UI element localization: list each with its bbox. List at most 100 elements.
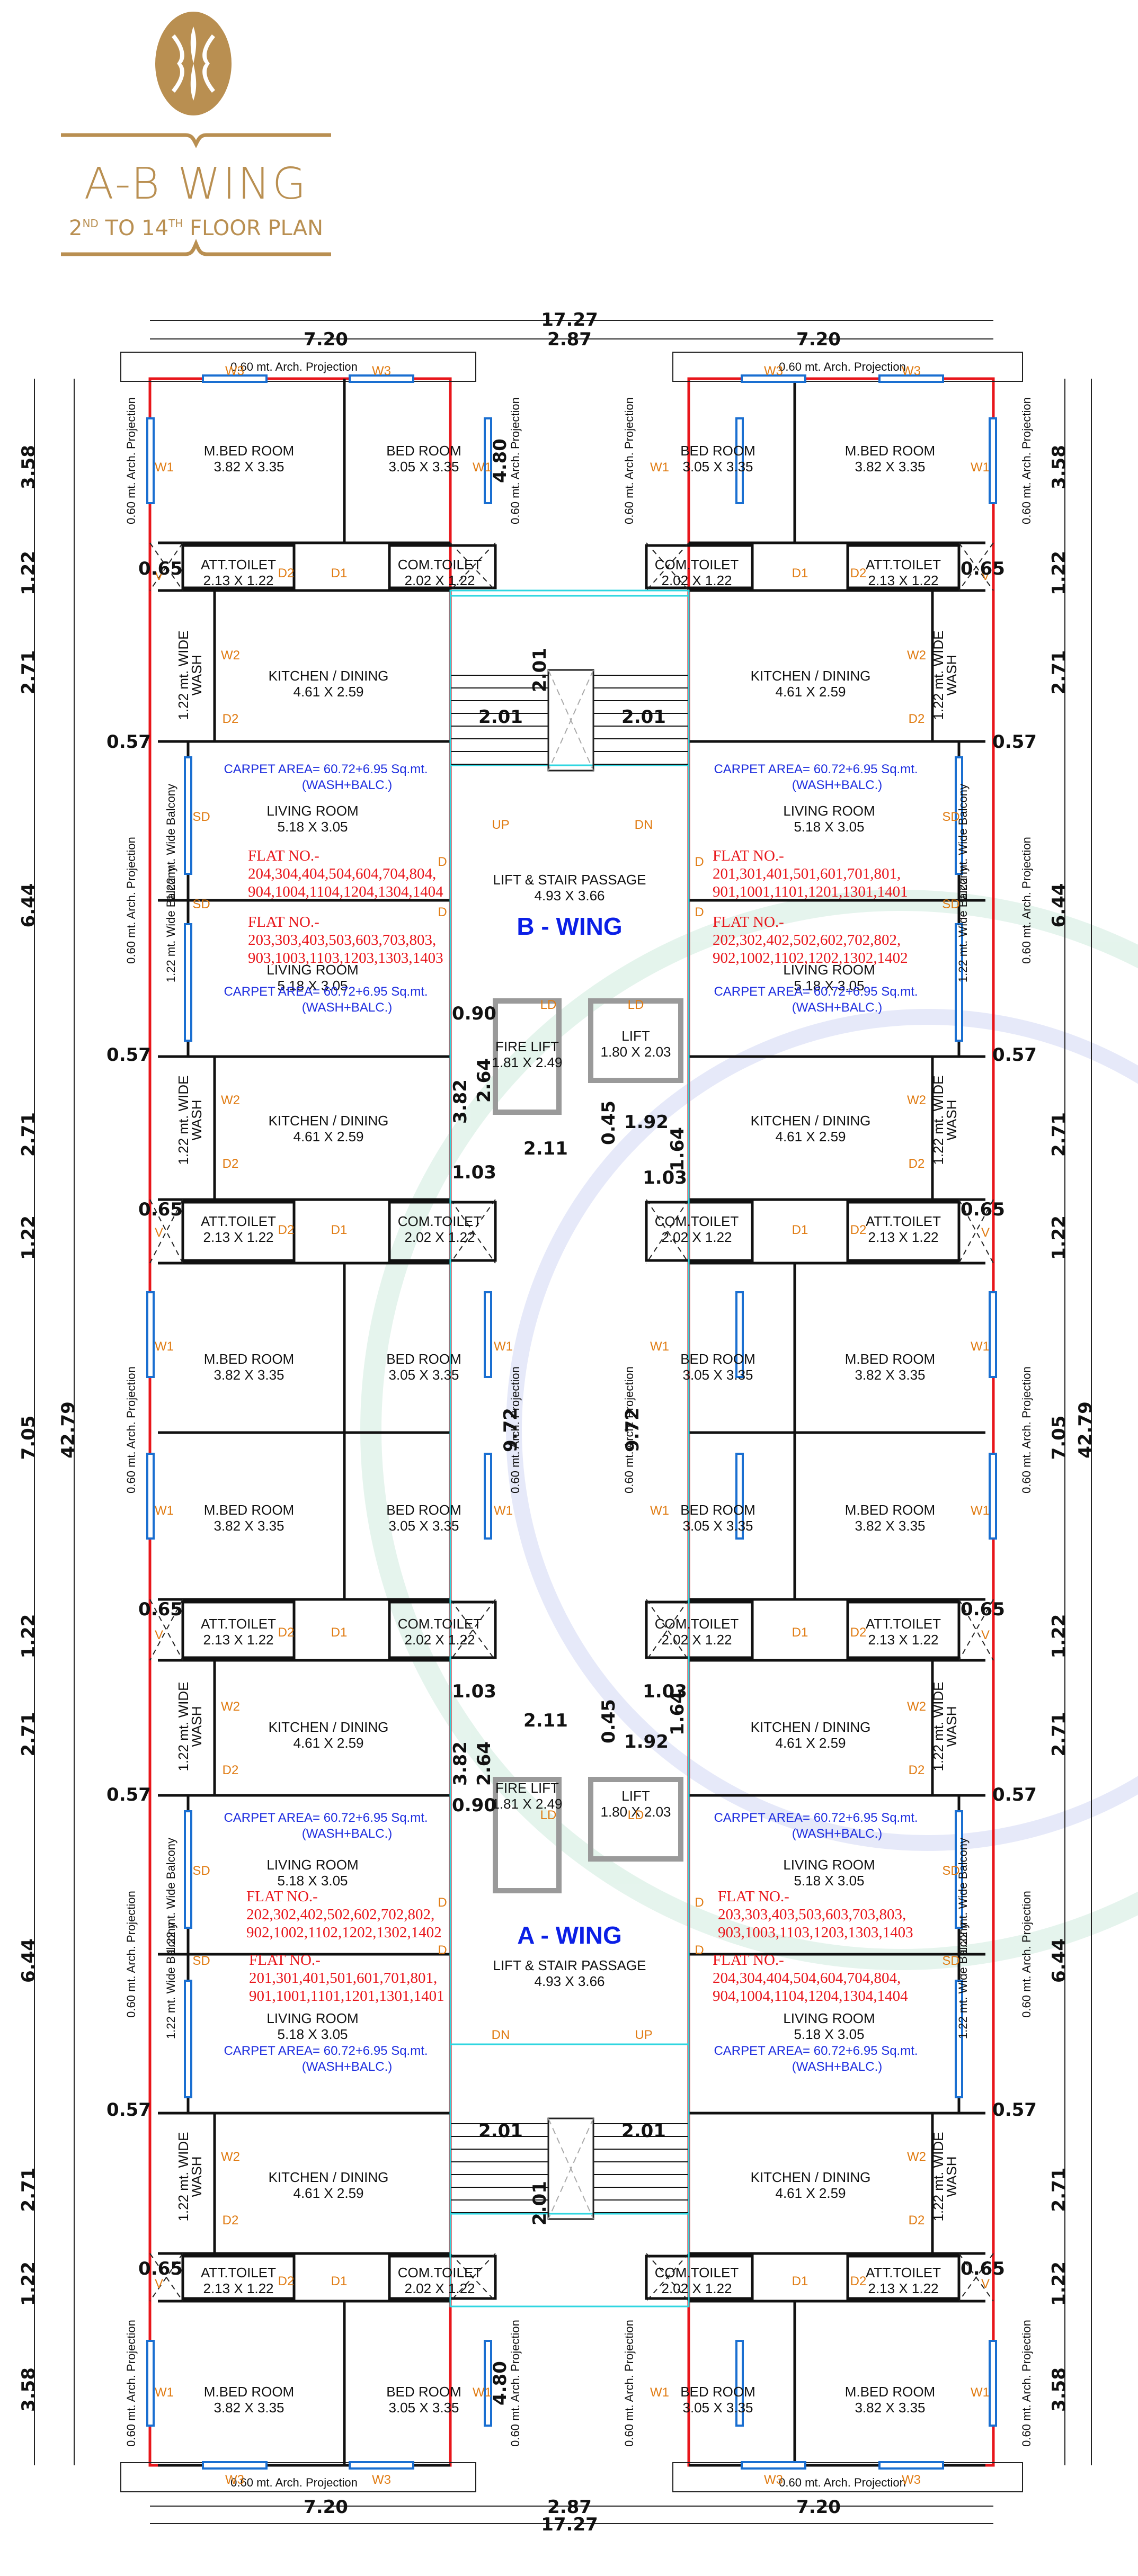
subtitle-sup-1: ND [82, 217, 99, 230]
dim-side-segment: 2.71 [1048, 1112, 1070, 1157]
master-bedroom-name: M.BED ROOM [204, 2384, 294, 2400]
window-w1-label: W1 [971, 1339, 990, 1354]
arch-projection-label: 0.60 mt. Arch. Projection [779, 360, 906, 373]
arch-projection-label: 0.60 mt. Arch. Projection [1020, 397, 1033, 524]
carpet-area: CARPET AREA= 60.72+6.95 Sq.mt. [224, 985, 428, 999]
ventilation-label: V [155, 2277, 163, 2291]
window-w3 [878, 374, 944, 383]
flat-numbers: 904,1004,1104,1204,1304,1404 [248, 883, 443, 900]
dim-toilet-offset: 0.65 [961, 1599, 1005, 1620]
com-toilet-size: 2.02 X 1.22 [662, 2280, 732, 2296]
lift-name: LIFT [621, 1028, 650, 1044]
wash-label: 1.22 mt. WIDE [175, 1681, 191, 1771]
brand-logo-icon [155, 12, 232, 115]
shaft-cross [450, 1599, 496, 1661]
window-w3 [349, 374, 414, 383]
bedroom-name: BED ROOM [680, 1351, 755, 1367]
window-w3-label: W3 [764, 2473, 783, 2487]
arch-projection-label: 0.60 mt. Arch. Projection [623, 2320, 636, 2447]
dim-lift-side: 1.03 [643, 1681, 687, 1702]
flat-numbers: 201,301,401,501,601,701,801, [713, 865, 901, 882]
shaft-cross [149, 542, 183, 591]
dim-lift-width: 2.11 [523, 1710, 568, 1731]
stair-void [547, 2117, 594, 2220]
dim-lift-step: 0.45 [598, 1699, 619, 1743]
com-toilet-size: 2.02 X 1.22 [662, 573, 732, 588]
door-d-label: D [695, 1943, 704, 1957]
att-toilet-size: 2.13 X 1.22 [868, 2280, 939, 2296]
dim-side-segment: 1.22 [1048, 2261, 1070, 2306]
door-d2-label: D2 [278, 2274, 295, 2288]
kitchen-dining-name: KITCHEN / DINING [751, 2169, 871, 2185]
arch-projection-label: 0.60 mt. Arch. Projection [779, 2476, 906, 2489]
arch-projection-label: 0.60 mt. Arch. Projection [1020, 1891, 1033, 2018]
dim-wing-width: 7.20 [796, 2497, 841, 2518]
living-room-name: LIVING ROOM [783, 2010, 875, 2026]
arch-projection-label: 0.60 mt. Arch. Projection [509, 1366, 522, 1493]
att-toilet-size: 2.13 X 1.22 [868, 573, 939, 588]
stair-dn-label: DN [635, 818, 653, 832]
bedroom-name: BED ROOM [680, 2384, 755, 2400]
master-bedroom-name: M.BED ROOM [845, 1502, 935, 1518]
dim-lift-depth: 2.64 [474, 1058, 495, 1103]
lift-shaft [588, 1777, 683, 1862]
carpet-area-note: (WASH+BALC.) [792, 2060, 882, 2074]
bedroom-size: 3.05 X 3.35 [683, 1367, 753, 1383]
com-toilet-name: COM.TOILET [655, 1213, 739, 1229]
window-w1-label: W1 [473, 2385, 492, 2400]
window-w1 [146, 1453, 155, 1540]
wing-a-title: A - WING [517, 1921, 622, 1949]
att-toilet-name: ATT.TOILET [201, 1213, 276, 1229]
window-w1 [989, 2340, 997, 2427]
balcony-label: 1.22 mt. Wide Balcony [164, 784, 177, 900]
flat-numbers: 903,1003,1103,1203,1303,1403 [718, 1924, 913, 1941]
carpet-area-note: (WASH+BALC.) [792, 778, 882, 792]
wash-label: 1.22 mt. WIDE [175, 630, 191, 720]
page-title: A-B WING [84, 159, 308, 209]
shaft-cross [958, 1599, 994, 1661]
kitchen-dining-size: 4.61 X 2.59 [294, 684, 364, 700]
window-w3 [202, 2461, 268, 2470]
window-w3 [878, 2461, 944, 2470]
lift-size: 1.80 X 2.03 [601, 1044, 671, 1060]
ventilation-label: V [155, 1628, 163, 1642]
arch-projection-label: 0.60 mt. Arch. Projection [509, 2320, 522, 2447]
window-w1 [484, 1453, 492, 1540]
stair-up-label: UP [492, 818, 509, 832]
door-d1-label: D1 [331, 2274, 348, 2288]
window-w1-label: W1 [155, 2385, 174, 2400]
window-w1 [146, 2340, 155, 2427]
com-toilet-name: COM.TOILET [655, 557, 739, 573]
dim-lift-depth: 1.64 [667, 1691, 688, 1736]
flat-numbers: 902,1002,1102,1202,1302,1402 [713, 950, 908, 967]
shaft-cross [149, 1199, 183, 1264]
bedroom-name: BED ROOM [386, 1502, 461, 1518]
flat-numbers: 204,304,404,504,604,704,804, [248, 865, 436, 882]
door-d2-label: D2 [223, 712, 239, 726]
lift-stair-passage-name: LIFT & STAIR PASSAGE [493, 1957, 646, 1973]
dim-side-segment: 2.71 [18, 650, 39, 695]
com-toilet-name: COM.TOILET [655, 1616, 739, 1632]
window-w1 [146, 417, 155, 504]
kitchen-dining-name: KITCHEN / DINING [751, 668, 871, 684]
door-d2-label: D2 [278, 1625, 295, 1640]
subtitle-floor-start: 2 [68, 216, 83, 240]
dim-lift-step: 0.45 [598, 1101, 619, 1145]
dim-lift-width: 2.11 [523, 1138, 568, 1159]
door-d2-label: D2 [278, 566, 295, 580]
dim-side-segment: 1.22 [18, 2261, 39, 2306]
flat-numbers: 203,303,403,503,603,703,803, [718, 1906, 906, 1923]
kitchen-dining-name: KITCHEN / DINING [751, 1719, 871, 1735]
stair-void [547, 669, 594, 772]
dim-side-segment: 1.22 [18, 1215, 39, 1260]
window-w1 [735, 417, 744, 504]
wash-label: WASH [189, 1706, 205, 1747]
dim-side-segment: 2.71 [1048, 650, 1070, 695]
wash-label: WASH [944, 1099, 959, 1140]
dim-balcony-offset: 0.57 [992, 1044, 1037, 1066]
bedroom-name: BED ROOM [386, 443, 461, 459]
flat-numbers: 203,303,403,503,603,703,803, [248, 932, 436, 949]
att-toilet-size: 2.13 X 1.22 [868, 1229, 939, 1245]
dim-lift-offset: 0.90 [452, 1003, 496, 1024]
